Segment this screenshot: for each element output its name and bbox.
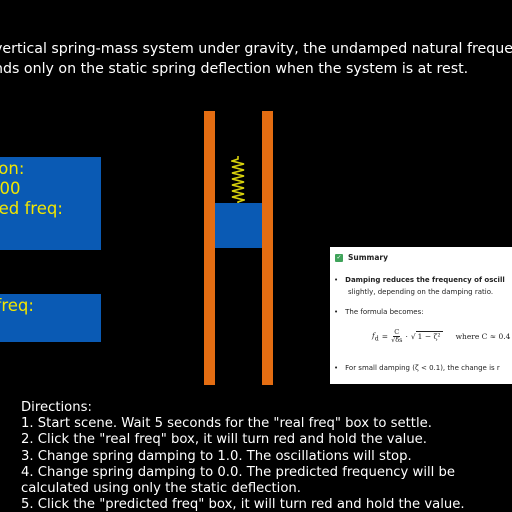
formula-fraction: C √δs	[391, 328, 403, 344]
direction-step: calculated using only the static deflect…	[21, 481, 301, 497]
left-guide-rail	[204, 111, 215, 385]
direction-step: 5. Click the "predicted freq" box, it wi…	[21, 497, 465, 512]
right-guide-rail	[262, 111, 273, 385]
direction-step: 2. Click the "real freq" box, it will tu…	[21, 432, 427, 448]
formula-equals: =	[381, 332, 389, 341]
summary-bullet-2: •The formula becomes:	[334, 308, 424, 316]
summary-header: ✓ Summary	[335, 253, 388, 262]
direction-step: 3. Change spring damping to 1.0. The osc…	[21, 448, 412, 464]
direction-step: 1. Start scene. Wait 5 seconds for the "…	[21, 416, 432, 432]
damped-frequency-formula: fd = C √δs · √1 − ζ² where C ≈ 0.4	[372, 329, 510, 344]
intro-text: vertical spring-mass system under gravit…	[0, 39, 512, 79]
bullet-dot-icon: •	[334, 308, 339, 316]
predicted-freq-box[interactable]: ection: 00000 dicted freq: 00	[0, 157, 101, 250]
summary-panel: ✓ Summary •Damping reduces the frequency…	[330, 247, 512, 384]
summary-bullet-1-detail: slightly, depending on the damping ratio…	[348, 288, 494, 296]
predicted-freq-label: dicted freq:	[0, 199, 63, 218]
formula-sqrt: √1 − ζ²	[410, 331, 443, 341]
spring-mass-block[interactable]	[215, 203, 262, 248]
intro-line-2: nds only on the static spring deflection…	[0, 61, 469, 77]
check-icon: ✓	[335, 253, 343, 262]
intro-line-1: vertical spring-mass system under gravit…	[0, 41, 512, 57]
summary-title: Summary	[348, 253, 389, 262]
spring-coil[interactable]	[231, 156, 245, 206]
summary-bullet-3: •For small damping (ζ < 0.1), the change…	[334, 364, 500, 372]
predicted-freq-value: 00	[0, 219, 101, 239]
real-freq-value: 00	[0, 316, 101, 336]
summary-bullet-1: •Damping reduces the frequency of oscill	[334, 276, 505, 284]
directions-text: Directions: 1. Start scene. Wait 5 secon…	[21, 400, 465, 512]
bullet-dot-icon: •	[334, 276, 339, 284]
deflection-label: ection:	[0, 159, 25, 178]
formula-where: where C ≈ 0.4	[455, 332, 511, 341]
direction-step: 4. Change spring damping to 0.0. The pre…	[21, 464, 456, 480]
bullet-dot-icon: •	[334, 364, 339, 372]
real-freq-label: al" freq:	[0, 296, 34, 315]
real-freq-box[interactable]: al" freq: 00	[0, 294, 101, 342]
directions-heading: Directions:	[21, 400, 92, 415]
deflection-value: 00000	[0, 179, 21, 198]
formula-lhs: fd	[372, 330, 379, 343]
formula-dot: ·	[405, 332, 408, 341]
